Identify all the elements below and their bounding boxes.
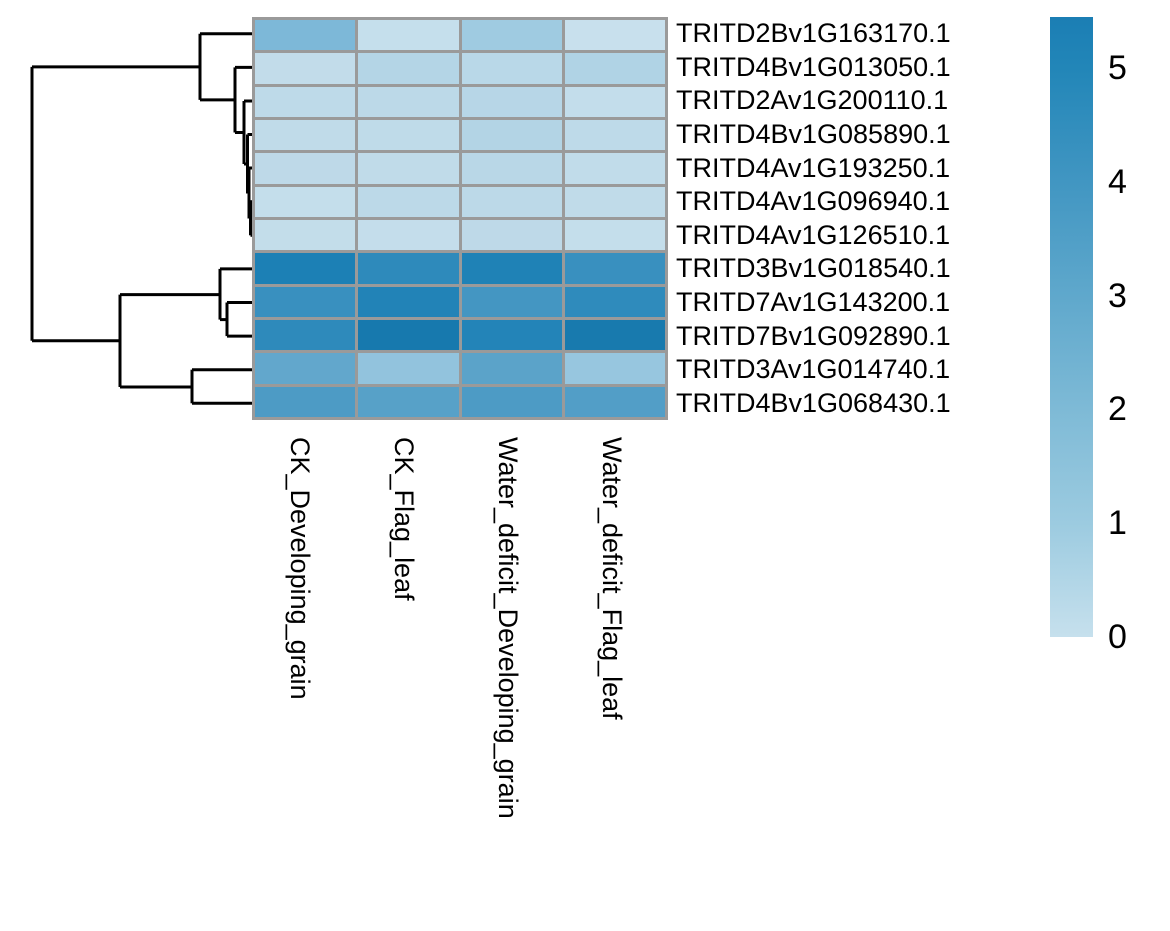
heatmap-cell <box>461 320 562 351</box>
heatmap-cell <box>358 253 459 284</box>
heatmap-cell <box>255 186 356 217</box>
heatmap-cell <box>564 286 665 317</box>
row-label: TRITD3Bv1G018540.1 <box>676 253 951 284</box>
heatmap-grid <box>252 17 668 420</box>
heatmap-cell <box>255 320 356 351</box>
heatmap-cell <box>564 20 665 51</box>
heatmap-cell <box>461 220 562 251</box>
row-label: TRITD4Bv1G068430.1 <box>676 387 951 418</box>
heatmap-cell <box>358 86 459 117</box>
heatmap-cell <box>358 386 459 417</box>
heatmap-cell <box>564 186 665 217</box>
legend-tick-label: 4 <box>1108 162 1127 201</box>
row-label: TRITD7Av1G143200.1 <box>676 286 951 317</box>
heatmap-cell <box>461 253 562 284</box>
legend-tick-label: 0 <box>1108 618 1127 656</box>
heatmap-cell <box>358 120 459 151</box>
heatmap-cell <box>564 353 665 384</box>
heatmap-cell <box>461 286 562 317</box>
heatmap-cell <box>461 186 562 217</box>
heatmap-cell <box>564 120 665 151</box>
heatmap-cell <box>255 353 356 384</box>
heatmap-cell <box>255 20 356 51</box>
heatmap-cell <box>358 320 459 351</box>
row-label: TRITD4Bv1G013050.1 <box>676 51 951 82</box>
color-scale-bar <box>1050 17 1093 637</box>
row-label: TRITD4Bv1G085890.1 <box>676 119 951 150</box>
heatmap-cell <box>564 86 665 117</box>
heatmap-cell <box>461 153 562 184</box>
row-label: TRITD4Av1G096940.1 <box>676 186 951 217</box>
heatmap-cell <box>358 220 459 251</box>
heatmap-cell <box>564 220 665 251</box>
heatmap-cell <box>564 320 665 351</box>
legend-tick-label: 5 <box>1108 49 1127 88</box>
heatmap-cell <box>255 220 356 251</box>
heatmap-cell <box>358 153 459 184</box>
column-label: CK_Developing_grain <box>285 437 315 700</box>
heatmap-cell <box>255 286 356 317</box>
heatmap-cell <box>461 386 562 417</box>
heatmap-cell <box>255 120 356 151</box>
legend-tick-label: 2 <box>1108 390 1127 429</box>
heatmap-cell <box>255 86 356 117</box>
heatmap-cell <box>461 353 562 384</box>
heatmap-cell <box>564 253 665 284</box>
heatmap-cell <box>255 386 356 417</box>
heatmap-cell <box>358 20 459 51</box>
heatmap-cell <box>255 253 356 284</box>
heatmap-cell <box>358 53 459 84</box>
row-label: TRITD7Bv1G092890.1 <box>676 320 951 351</box>
legend-tick-label: 1 <box>1108 504 1127 543</box>
column-label: CK_Flag_leaf <box>389 437 419 601</box>
legend-tick-label: 3 <box>1108 276 1127 315</box>
heatmap-cell <box>358 353 459 384</box>
heatmap-cell <box>564 386 665 417</box>
row-label: TRITD2Bv1G163170.1 <box>676 18 951 49</box>
column-label: Water_deficit_Developing_grain <box>493 437 523 819</box>
heatmap-cell <box>358 286 459 317</box>
column-label: Water_deficit_Flag_leaf <box>597 437 627 720</box>
heatmap-cell <box>564 153 665 184</box>
heatmap-cell <box>358 186 459 217</box>
row-label: TRITD3Av1G014740.1 <box>676 354 951 385</box>
heatmap-cell <box>461 86 562 117</box>
heatmap-cell <box>255 53 356 84</box>
heatmap-cell <box>461 120 562 151</box>
row-label: TRITD2Av1G200110.1 <box>676 85 949 116</box>
row-label: TRITD4Av1G126510.1 <box>676 219 951 250</box>
heatmap-cell <box>461 53 562 84</box>
heatmap-cell <box>461 20 562 51</box>
heatmap-cell <box>255 153 356 184</box>
heatmap-cell <box>564 53 665 84</box>
row-label: TRITD4Av1G193250.1 <box>676 152 951 183</box>
